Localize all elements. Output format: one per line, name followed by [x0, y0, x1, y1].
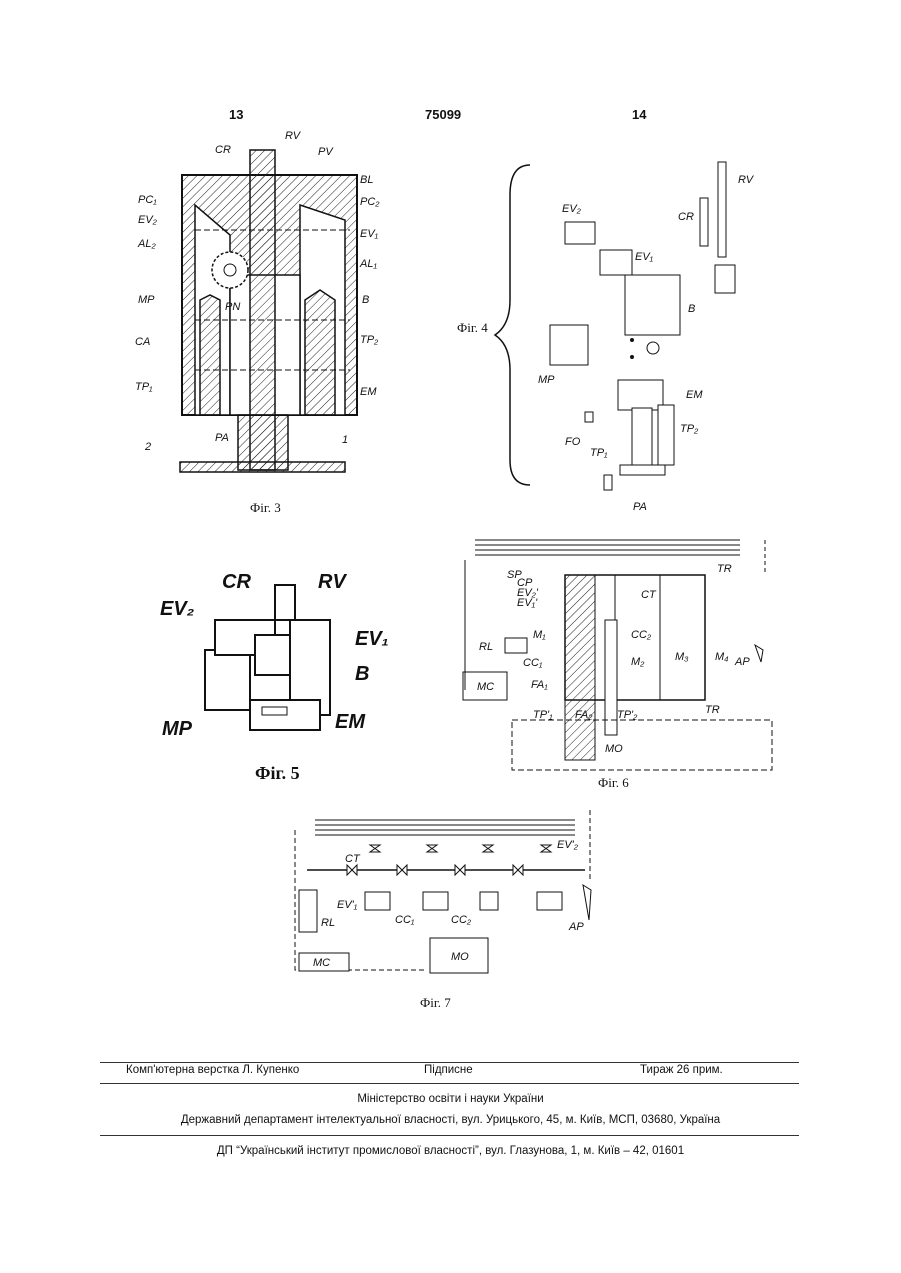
label-rl: RL [479, 641, 493, 653]
label-tr-bottom: TR [705, 704, 720, 716]
label-pa: PA [633, 501, 647, 513]
footer-department: Державний департамент інтелектуальної вл… [0, 1114, 901, 1126]
label-pv: PV [318, 146, 334, 158]
label-tp2: TP₂ [680, 423, 699, 435]
label-m3: M₃ [675, 651, 689, 663]
label-em: EM [360, 386, 377, 398]
figure-3-caption: Фіг. 3 [250, 500, 281, 516]
label-al1: AL₁ [359, 258, 377, 270]
label-2: 2 [144, 441, 151, 453]
label-b: B [355, 663, 369, 685]
label-pn: PN [225, 301, 240, 313]
label-tp1: TP₁ [135, 381, 153, 393]
label-cc1: CC₁ [523, 657, 543, 669]
label-tp1: TP'₁ [533, 709, 553, 721]
label-al2: AL₂ [137, 238, 156, 250]
figure-4-drawing: EV₂ EV₁ CR RV B MP EM FO TP₁ TP₂ PA [440, 150, 770, 520]
label-bl: BL [360, 174, 373, 186]
label-pc2: PC₂ [360, 196, 380, 208]
label-ev1: EV'₁ [337, 899, 358, 911]
page-number-right: 14 [632, 107, 646, 122]
label-b: B [362, 294, 369, 306]
page-number-left: 13 [229, 107, 243, 122]
label-ev2: EV₂ [160, 598, 195, 620]
label-ev1: EV₁ [355, 628, 389, 650]
label-pa: PA [215, 432, 229, 444]
label-tr-top: TR [717, 563, 732, 575]
label-mo: MO [605, 743, 623, 755]
label-ev2: EV₂ [138, 214, 158, 226]
label-ev2: EV'₂ [557, 839, 579, 851]
label-pc1: PC₁ [138, 194, 157, 206]
label-m1: M₁ [533, 629, 546, 641]
label-rv: RV [318, 571, 347, 593]
label-rl: RL [321, 917, 335, 929]
label-cc2: CC₂ [451, 914, 472, 926]
figure-7-drawing: EV'₂ EV'₁ CT RL CC₁ CC₂ AP MC MO [285, 790, 605, 985]
label-ct: CT [641, 589, 657, 601]
label-1: 1 [342, 434, 348, 446]
label-cc2: CC₂ [631, 629, 652, 641]
label-cr: CR [678, 211, 694, 223]
label-ca: CA [135, 336, 150, 348]
label-ap: AP [568, 921, 584, 933]
footer-institute: ДП “Український інститут промислової вла… [0, 1145, 901, 1157]
figure-4-caption: Фіг. 4 [457, 320, 488, 336]
label-em: EM [335, 711, 366, 733]
label-ap: AP [734, 656, 750, 668]
footer-rule-1 [100, 1062, 799, 1063]
footer-circulation: Тираж 26 прим. [640, 1064, 723, 1076]
label-ev1: EV₁ [635, 251, 654, 263]
figure-3-drawing: CR RV PV BL PC₁ PC₂ EV₂ EV₁ AL₂ AL₁ MP P… [120, 125, 380, 490]
label-ev1: EV₁ [360, 228, 379, 240]
label-mc: MC [313, 957, 330, 969]
figure-6-drawing: SP CP EV₂' EV₁' CT TR RL M₁ CC₂ CC₁ M₂ M… [455, 520, 775, 775]
label-cc1: CC₁ [395, 914, 415, 926]
footer-layout-credit: Комп'ютерна верстка Л. Купенко [126, 1064, 299, 1076]
label-rv: RV [285, 130, 302, 142]
label-mp: MP [162, 718, 193, 740]
figure-5-caption: Фіг. 5 [255, 763, 300, 784]
label-mp: MP [538, 374, 555, 386]
patent-number: 75099 [425, 107, 461, 122]
label-cr: CR [215, 144, 231, 156]
label-mo: MO [451, 951, 469, 963]
label-fa2: FA₂ [575, 709, 593, 721]
figure-5-drawing: CR RV EV₂ EV₁ B MP EM [150, 560, 410, 760]
figure-6-caption: Фіг. 6 [598, 775, 629, 791]
label-mp: MP [138, 294, 155, 306]
footer-rule-2 [100, 1083, 799, 1084]
label-m4: M₄ [715, 651, 729, 663]
label-cr: CR [222, 571, 251, 593]
label-tp1: TP₁ [590, 447, 608, 459]
label-fo: FO [565, 436, 581, 448]
figure-7-caption: Фіг. 7 [420, 995, 451, 1011]
label-ev2: EV₂ [562, 203, 582, 215]
label-tp2: TP₂ [360, 334, 379, 346]
label-fa1: FA₁ [531, 679, 548, 691]
label-rv: RV [738, 174, 755, 186]
footer-signed: Підписне [424, 1064, 473, 1076]
label-mc: MC [477, 681, 494, 693]
label-tp2: TP'₂ [617, 709, 638, 721]
footer-rule-3 [100, 1135, 799, 1136]
label-em: EM [686, 389, 703, 401]
label-ev1: EV₁' [517, 597, 538, 609]
label-m2: M₂ [631, 656, 645, 668]
footer-ministry: Міністерство освіти і науки України [0, 1093, 901, 1105]
label-b: B [688, 303, 695, 315]
label-ct: CT [345, 853, 361, 865]
